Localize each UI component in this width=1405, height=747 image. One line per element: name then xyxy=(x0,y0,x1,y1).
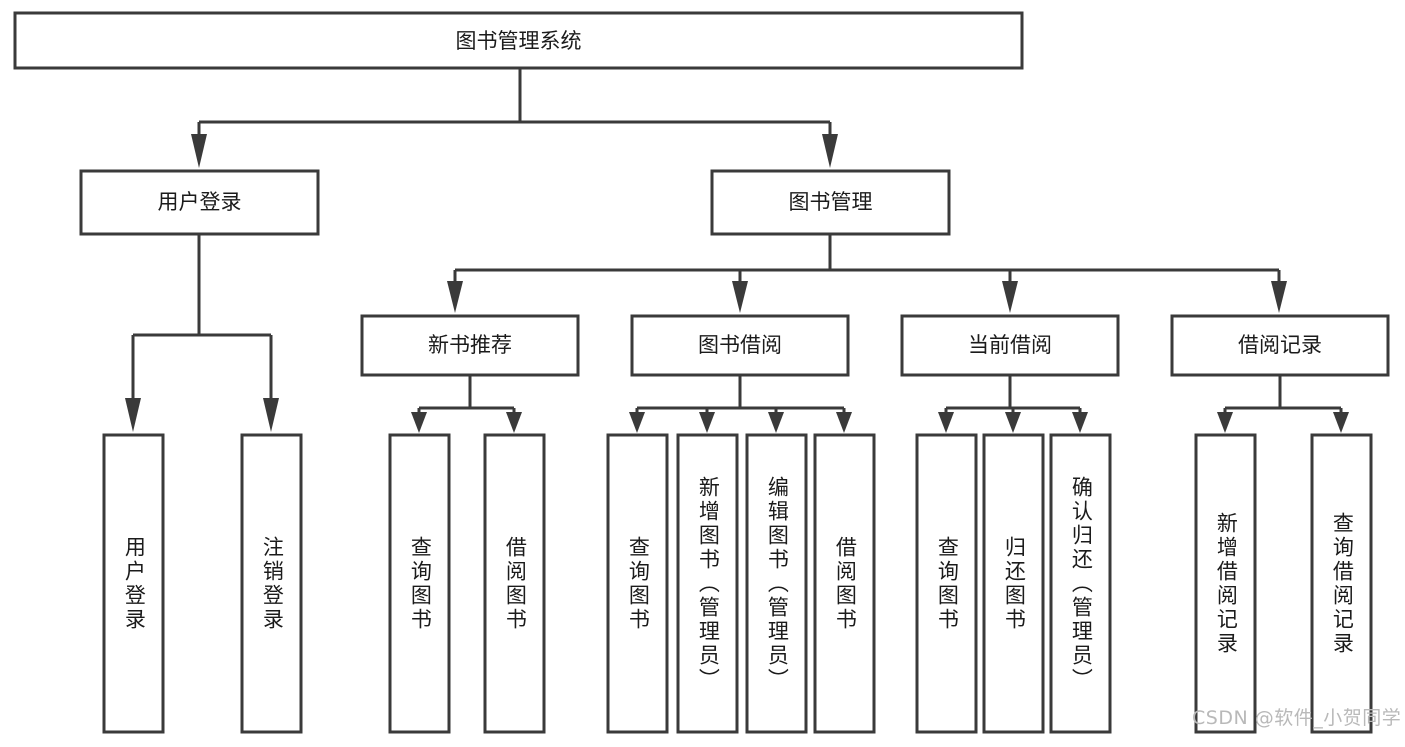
arrowhead-leaf-query-book-2 xyxy=(629,412,645,433)
leaf-box-leaf-add-book[interactable] xyxy=(676,433,739,734)
leaf-boxes-layer xyxy=(102,433,1373,734)
leaf-box-leaf-query-book-3[interactable] xyxy=(915,433,978,734)
arrowhead-leaf-borrow-book-2 xyxy=(836,412,852,433)
leaf-box-leaf-borrow-book-1[interactable] xyxy=(483,433,546,734)
leaf-box-leaf-query-book-2[interactable] xyxy=(606,433,669,734)
arrowhead-book-borrow xyxy=(732,281,748,313)
node-label-current-borrow: 当前借阅 xyxy=(968,333,1052,357)
node-label-new-book-recommend: 新书推荐 xyxy=(428,333,512,357)
leaf-box-leaf-return-book[interactable] xyxy=(982,433,1045,734)
node-box-root[interactable] xyxy=(13,11,1024,70)
leaf-box-leaf-confirm-return[interactable] xyxy=(1049,433,1112,734)
nodes-layer: 图书管理系统 用户登录 图书管理 新书推荐 图书借阅 当前借阅 借阅记录 xyxy=(13,11,1390,377)
leaf-box-leaf-query-record[interactable] xyxy=(1310,433,1373,734)
node-box-new-book-recommend[interactable] xyxy=(360,314,580,377)
arrowhead-new-book-recommend xyxy=(447,281,463,313)
node-label-borrow-record: 借阅记录 xyxy=(1238,333,1322,357)
leaf-box-leaf-logout[interactable] xyxy=(240,433,303,734)
node-box-borrow-record[interactable] xyxy=(1170,314,1390,377)
arrowhead-user-login xyxy=(191,134,207,168)
arrowhead-current-borrow xyxy=(1002,281,1018,313)
node-box-user-login[interactable] xyxy=(79,169,320,236)
arrowhead-book-management xyxy=(822,134,838,168)
arrowhead-leaf-logout xyxy=(263,398,279,432)
arrowhead-leaf-user-login xyxy=(125,398,141,432)
node-box-current-borrow[interactable] xyxy=(900,314,1120,377)
arrowhead-leaf-query-record xyxy=(1333,412,1349,433)
arrowhead-leaf-borrow-book-1 xyxy=(506,412,522,433)
node-label-book-borrow: 图书借阅 xyxy=(698,333,782,357)
arrowhead-borrow-record xyxy=(1271,281,1287,313)
edges-layer xyxy=(125,68,1349,433)
arrowhead-leaf-edit-book xyxy=(768,412,784,433)
arrowhead-leaf-add-record xyxy=(1217,412,1233,433)
node-label-user-login: 用户登录 xyxy=(158,190,242,214)
csdn-watermark: CSDN @软件_小贺同学 xyxy=(1192,707,1402,729)
leaf-box-leaf-borrow-book-2[interactable] xyxy=(813,433,876,734)
arrowhead-leaf-return-book xyxy=(1005,412,1021,433)
leaf-box-leaf-user-login[interactable] xyxy=(102,433,165,734)
leaf-box-leaf-add-record[interactable] xyxy=(1194,433,1257,734)
node-label-book-management: 图书管理 xyxy=(789,190,873,214)
leaf-box-leaf-edit-book[interactable] xyxy=(745,433,808,734)
leaf-box-leaf-query-book-1[interactable] xyxy=(388,433,451,734)
arrowhead-leaf-add-book xyxy=(699,412,715,433)
node-box-book-borrow[interactable] xyxy=(630,314,850,377)
arrowhead-leaf-query-book-1 xyxy=(411,412,427,433)
node-label-root: 图书管理系统 xyxy=(456,29,582,53)
arrowhead-leaf-query-book-3 xyxy=(938,412,954,433)
arrowhead-leaf-confirm-return xyxy=(1072,412,1088,433)
node-box-book-management[interactable] xyxy=(710,169,951,236)
